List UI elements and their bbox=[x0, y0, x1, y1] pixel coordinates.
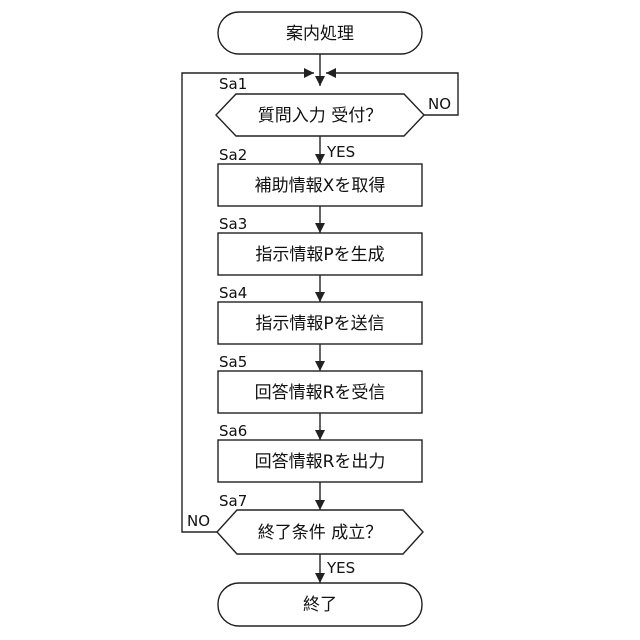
arrow-head bbox=[315, 76, 325, 86]
process-sa3-text: 指示情報Pを生成 bbox=[255, 245, 384, 265]
decision-sa1: Sa1 質問入力 受付？ NO YES bbox=[216, 75, 451, 161]
arrow-head bbox=[326, 68, 336, 78]
arrow-head bbox=[304, 68, 314, 78]
arrow-head bbox=[315, 361, 325, 371]
step-label-sa1: Sa1 bbox=[219, 75, 247, 93]
process-sa4-text: 指示情報Pを送信 bbox=[255, 314, 384, 334]
decision-sa7-no-label: NO bbox=[187, 512, 210, 530]
step-label-sa7: Sa7 bbox=[219, 492, 247, 510]
end-terminal-text: 終了 bbox=[303, 595, 337, 615]
arrow-head bbox=[315, 573, 325, 583]
arrow-head bbox=[315, 292, 325, 302]
decision-sa7-yes-label: YES bbox=[326, 559, 355, 577]
decision-sa1-text: 質問入力 受付？ bbox=[258, 106, 382, 126]
step-label-sa4: Sa4 bbox=[219, 284, 247, 302]
decision-sa7-text: 終了条件 成立？ bbox=[258, 523, 382, 543]
end-terminal: 終了 bbox=[218, 583, 422, 626]
start-terminal: 案内処理 bbox=[218, 12, 422, 54]
arrow-head bbox=[315, 500, 325, 510]
step-label-sa5: Sa5 bbox=[219, 353, 247, 371]
arrow-head bbox=[315, 223, 325, 233]
process-sa2-text: 補助情報Xを取得 bbox=[255, 176, 386, 196]
decision-sa1-yes-label: YES bbox=[326, 143, 355, 161]
arrow-head bbox=[315, 154, 325, 164]
step-label-sa6: Sa6 bbox=[219, 422, 247, 440]
decision-sa7: Sa7 終了条件 成立？ NO YES bbox=[187, 492, 423, 577]
decision-sa1-no-label: NO bbox=[428, 95, 451, 113]
process-sa6-text: 回答情報Rを出力 bbox=[255, 452, 386, 472]
process-sa5-text: 回答情報Rを受信 bbox=[255, 383, 386, 403]
start-terminal-text: 案内処理 bbox=[286, 24, 354, 44]
arrow-head bbox=[315, 430, 325, 440]
step-label-sa2: Sa2 bbox=[219, 146, 247, 164]
step-label-sa3: Sa3 bbox=[219, 215, 247, 233]
